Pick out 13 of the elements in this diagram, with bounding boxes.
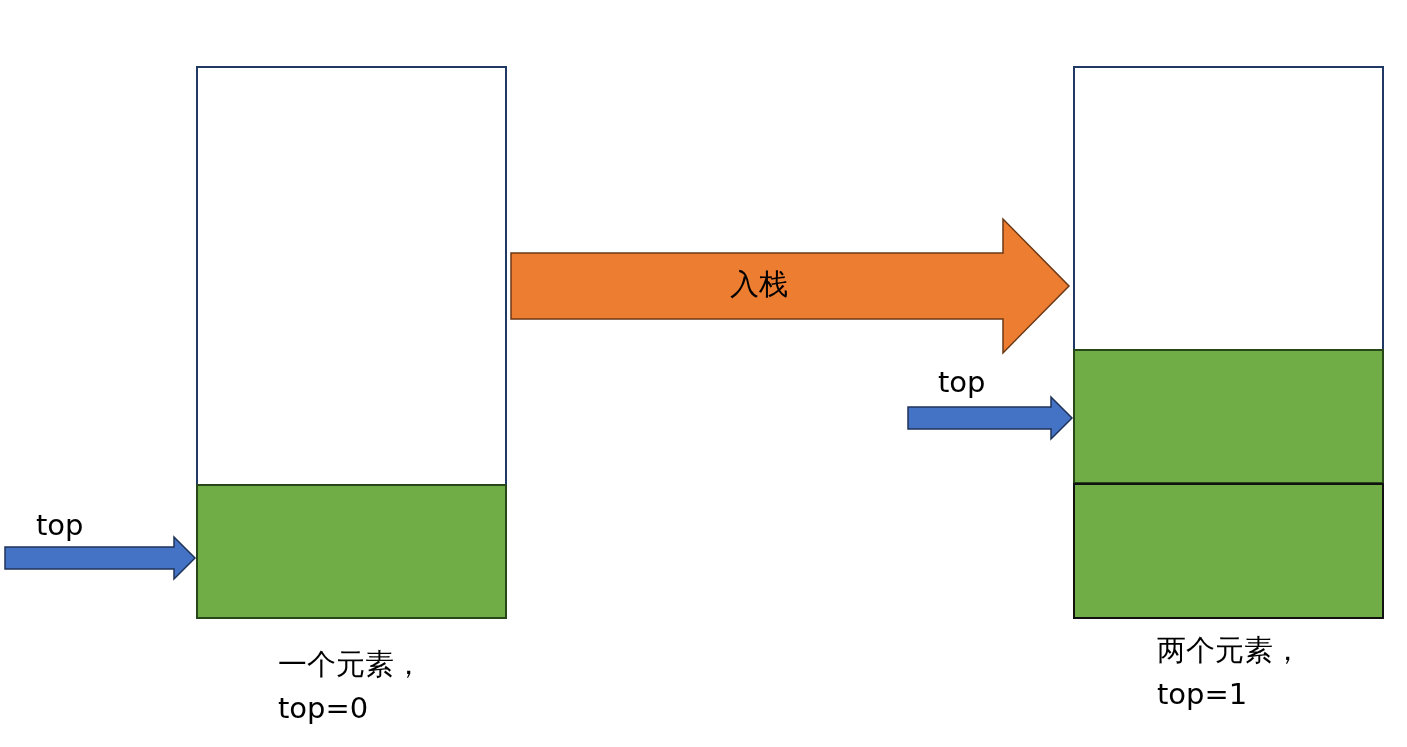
edge-label: top <box>938 364 986 401</box>
stack-element <box>196 484 507 619</box>
stack-element <box>1073 483 1384 619</box>
node-label: 一个元素，top=0 <box>278 646 424 727</box>
block-arrow <box>510 217 1071 355</box>
node-label: 两个元素，top=1 <box>1157 632 1303 713</box>
edge-label: top <box>36 507 84 544</box>
stack-element <box>1073 349 1384 484</box>
stack-box <box>196 66 507 618</box>
block-arrow <box>907 395 1074 441</box>
edge-label: 入栈 <box>730 266 788 303</box>
stack-box <box>1073 66 1384 619</box>
block-arrow <box>4 535 197 581</box>
